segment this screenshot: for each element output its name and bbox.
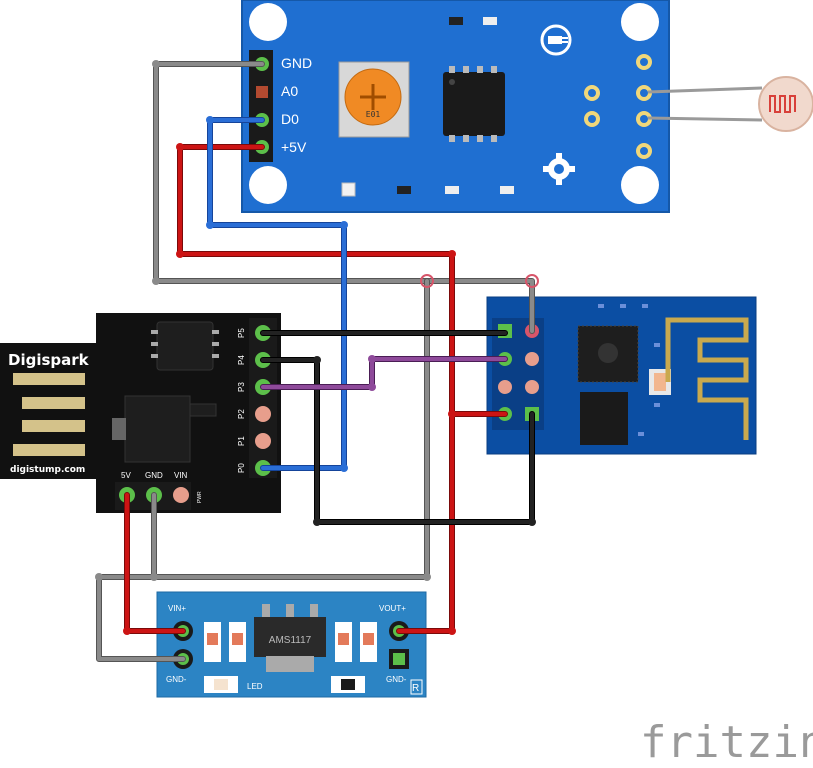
- sensor-pin-label: D0: [281, 111, 299, 127]
- wires: [96, 61, 535, 662]
- led-label: LED: [247, 682, 263, 691]
- attiny-chip: [156, 321, 214, 371]
- regulator-capacitors: [204, 622, 377, 662]
- gnd-left-label: GND-: [166, 675, 187, 684]
- vout-label: VOUT+: [379, 604, 406, 613]
- gnd-right-label: GND-: [386, 675, 407, 684]
- vin-label: VIN+: [168, 604, 186, 613]
- digispark-title: Digispark: [8, 351, 90, 369]
- smd-capacitor: [445, 186, 459, 194]
- mounting-hole: [249, 166, 287, 204]
- esp-pin-ch-pd[interactable]: [525, 352, 539, 366]
- mounting-hole: [621, 166, 659, 204]
- usb-contact: [22, 420, 85, 432]
- signal-wire-d0-p0: [207, 117, 347, 471]
- photoresistor: [647, 76, 813, 132]
- gear-icon: [543, 153, 575, 185]
- potentiometer: E01: [338, 61, 410, 138]
- sensor-pin-label: +5V: [281, 139, 307, 155]
- digispark-pin-label: P4: [237, 355, 246, 365]
- digispark-bottom-label: GND: [145, 471, 163, 480]
- smd-resistor: [449, 17, 463, 25]
- fritzing-watermark: fritzing: [640, 717, 813, 768]
- digispark-board: Digispark digistump.com P5 P4 P3 P2 P1 P…: [0, 313, 281, 513]
- regulator-pin-gnd-out[interactable]: [393, 653, 405, 665]
- esp-pin-rst[interactable]: [525, 380, 539, 394]
- comparator-chip: [443, 66, 505, 142]
- smd-resistor: [397, 186, 411, 194]
- esp01-module: [486, 296, 757, 455]
- digispark-bottom-label: VIN: [174, 471, 188, 480]
- mounting-hole: [621, 3, 659, 41]
- usb-contact: [22, 397, 85, 409]
- chip-label: AMS1117: [269, 635, 312, 646]
- smd-led: [341, 182, 356, 197]
- smd-capacitor: [500, 186, 514, 194]
- digispark-pin-p2[interactable]: [255, 406, 271, 422]
- ams1117-chip: [254, 617, 326, 657]
- pcb-antenna: [665, 317, 749, 440]
- usb-contact: [13, 373, 85, 385]
- flash-chip: [580, 392, 628, 445]
- light-sensor-module: E01: [241, 0, 670, 213]
- sensor-pin-a0[interactable]: [256, 86, 268, 98]
- pwr-label: PWR: [197, 491, 203, 503]
- digispark-pin-label: P1: [237, 436, 246, 446]
- esp-pin-gpio0[interactable]: [498, 380, 512, 394]
- pot-label: E01: [366, 110, 381, 119]
- digispark-pin-p1[interactable]: [255, 433, 271, 449]
- sensor-pin-label: A0: [281, 83, 298, 99]
- digispark-pin-vin[interactable]: [173, 487, 189, 503]
- digispark-pin-label: P0: [237, 463, 246, 473]
- digispark-pin-label: P5: [237, 328, 246, 338]
- ldr-pads: [584, 54, 652, 159]
- signal-wire-p3-esp: [260, 356, 508, 390]
- digispark-pin-label: P3: [237, 382, 246, 392]
- usb-contact: [13, 444, 85, 456]
- digispark-side-header: [249, 318, 277, 478]
- smd-capacitor: [483, 17, 497, 25]
- wire-bendpoints: [95, 60, 539, 635]
- oshw-logo-icon: [540, 24, 572, 56]
- gnd-wire-sensor: [153, 61, 430, 284]
- digispark-bottom-label: 5V: [121, 471, 131, 480]
- digispark-pin-label: P2: [237, 409, 246, 419]
- mounting-hole: [249, 3, 287, 41]
- sensor-pin-label: GND: [281, 55, 312, 71]
- voltage-regulator-module: VIN+ VOUT+ GND- GND- AMS1117 LED R: [156, 591, 427, 698]
- vcc-wire-sensor: [177, 144, 508, 417]
- onboard-regulator: [124, 395, 191, 463]
- digispark-website: digistump.com: [10, 465, 85, 475]
- r-mark: R: [412, 683, 419, 694]
- gnd-wire-esp: [424, 278, 535, 334]
